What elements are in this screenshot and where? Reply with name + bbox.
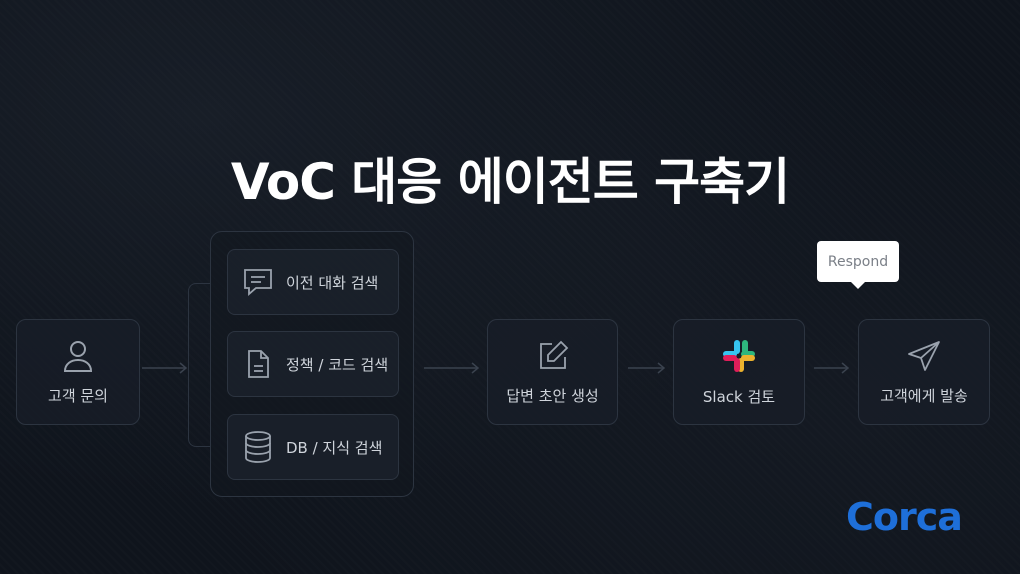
node-slack-review: Slack 검토 (673, 319, 805, 425)
branch-bracket (188, 283, 210, 447)
node-search-policy-code: 정책 / 코드 검색 (227, 331, 399, 397)
node-search-previous-conversations: 이전 대화 검색 (227, 249, 399, 315)
arrow-connector (814, 362, 850, 374)
node-label: 이전 대화 검색 (286, 273, 379, 292)
node-label: 고객에게 발송 (880, 386, 968, 405)
user-icon (62, 339, 94, 373)
document-icon (242, 348, 274, 380)
node-label: Slack 검토 (702, 387, 776, 406)
node-label: 정책 / 코드 검색 (286, 355, 389, 374)
node-label: 고객 문의 (48, 386, 108, 405)
page-title: VoC 대응 에이전트 구축기 (230, 153, 790, 211)
node-label: DB / 지식 검색 (286, 438, 383, 457)
edit-icon (536, 339, 570, 373)
slack-icon (721, 338, 757, 374)
node-draft-generation: 답변 초안 생성 (487, 319, 618, 425)
node-label: 답변 초안 생성 (506, 386, 599, 405)
corca-logo: Corca (846, 495, 963, 539)
database-icon (242, 430, 274, 464)
arrow-connector (424, 362, 480, 374)
node-customer-inquiry: 고객 문의 (16, 319, 140, 425)
respond-tooltip: Respond (817, 241, 899, 289)
node-send-to-customer: 고객에게 발송 (858, 319, 990, 425)
chat-icon (242, 266, 274, 298)
node-search-db-knowledge: DB / 지식 검색 (227, 414, 399, 480)
arrow-connector (142, 362, 188, 374)
arrow-connector (628, 362, 666, 374)
send-icon (906, 339, 942, 373)
